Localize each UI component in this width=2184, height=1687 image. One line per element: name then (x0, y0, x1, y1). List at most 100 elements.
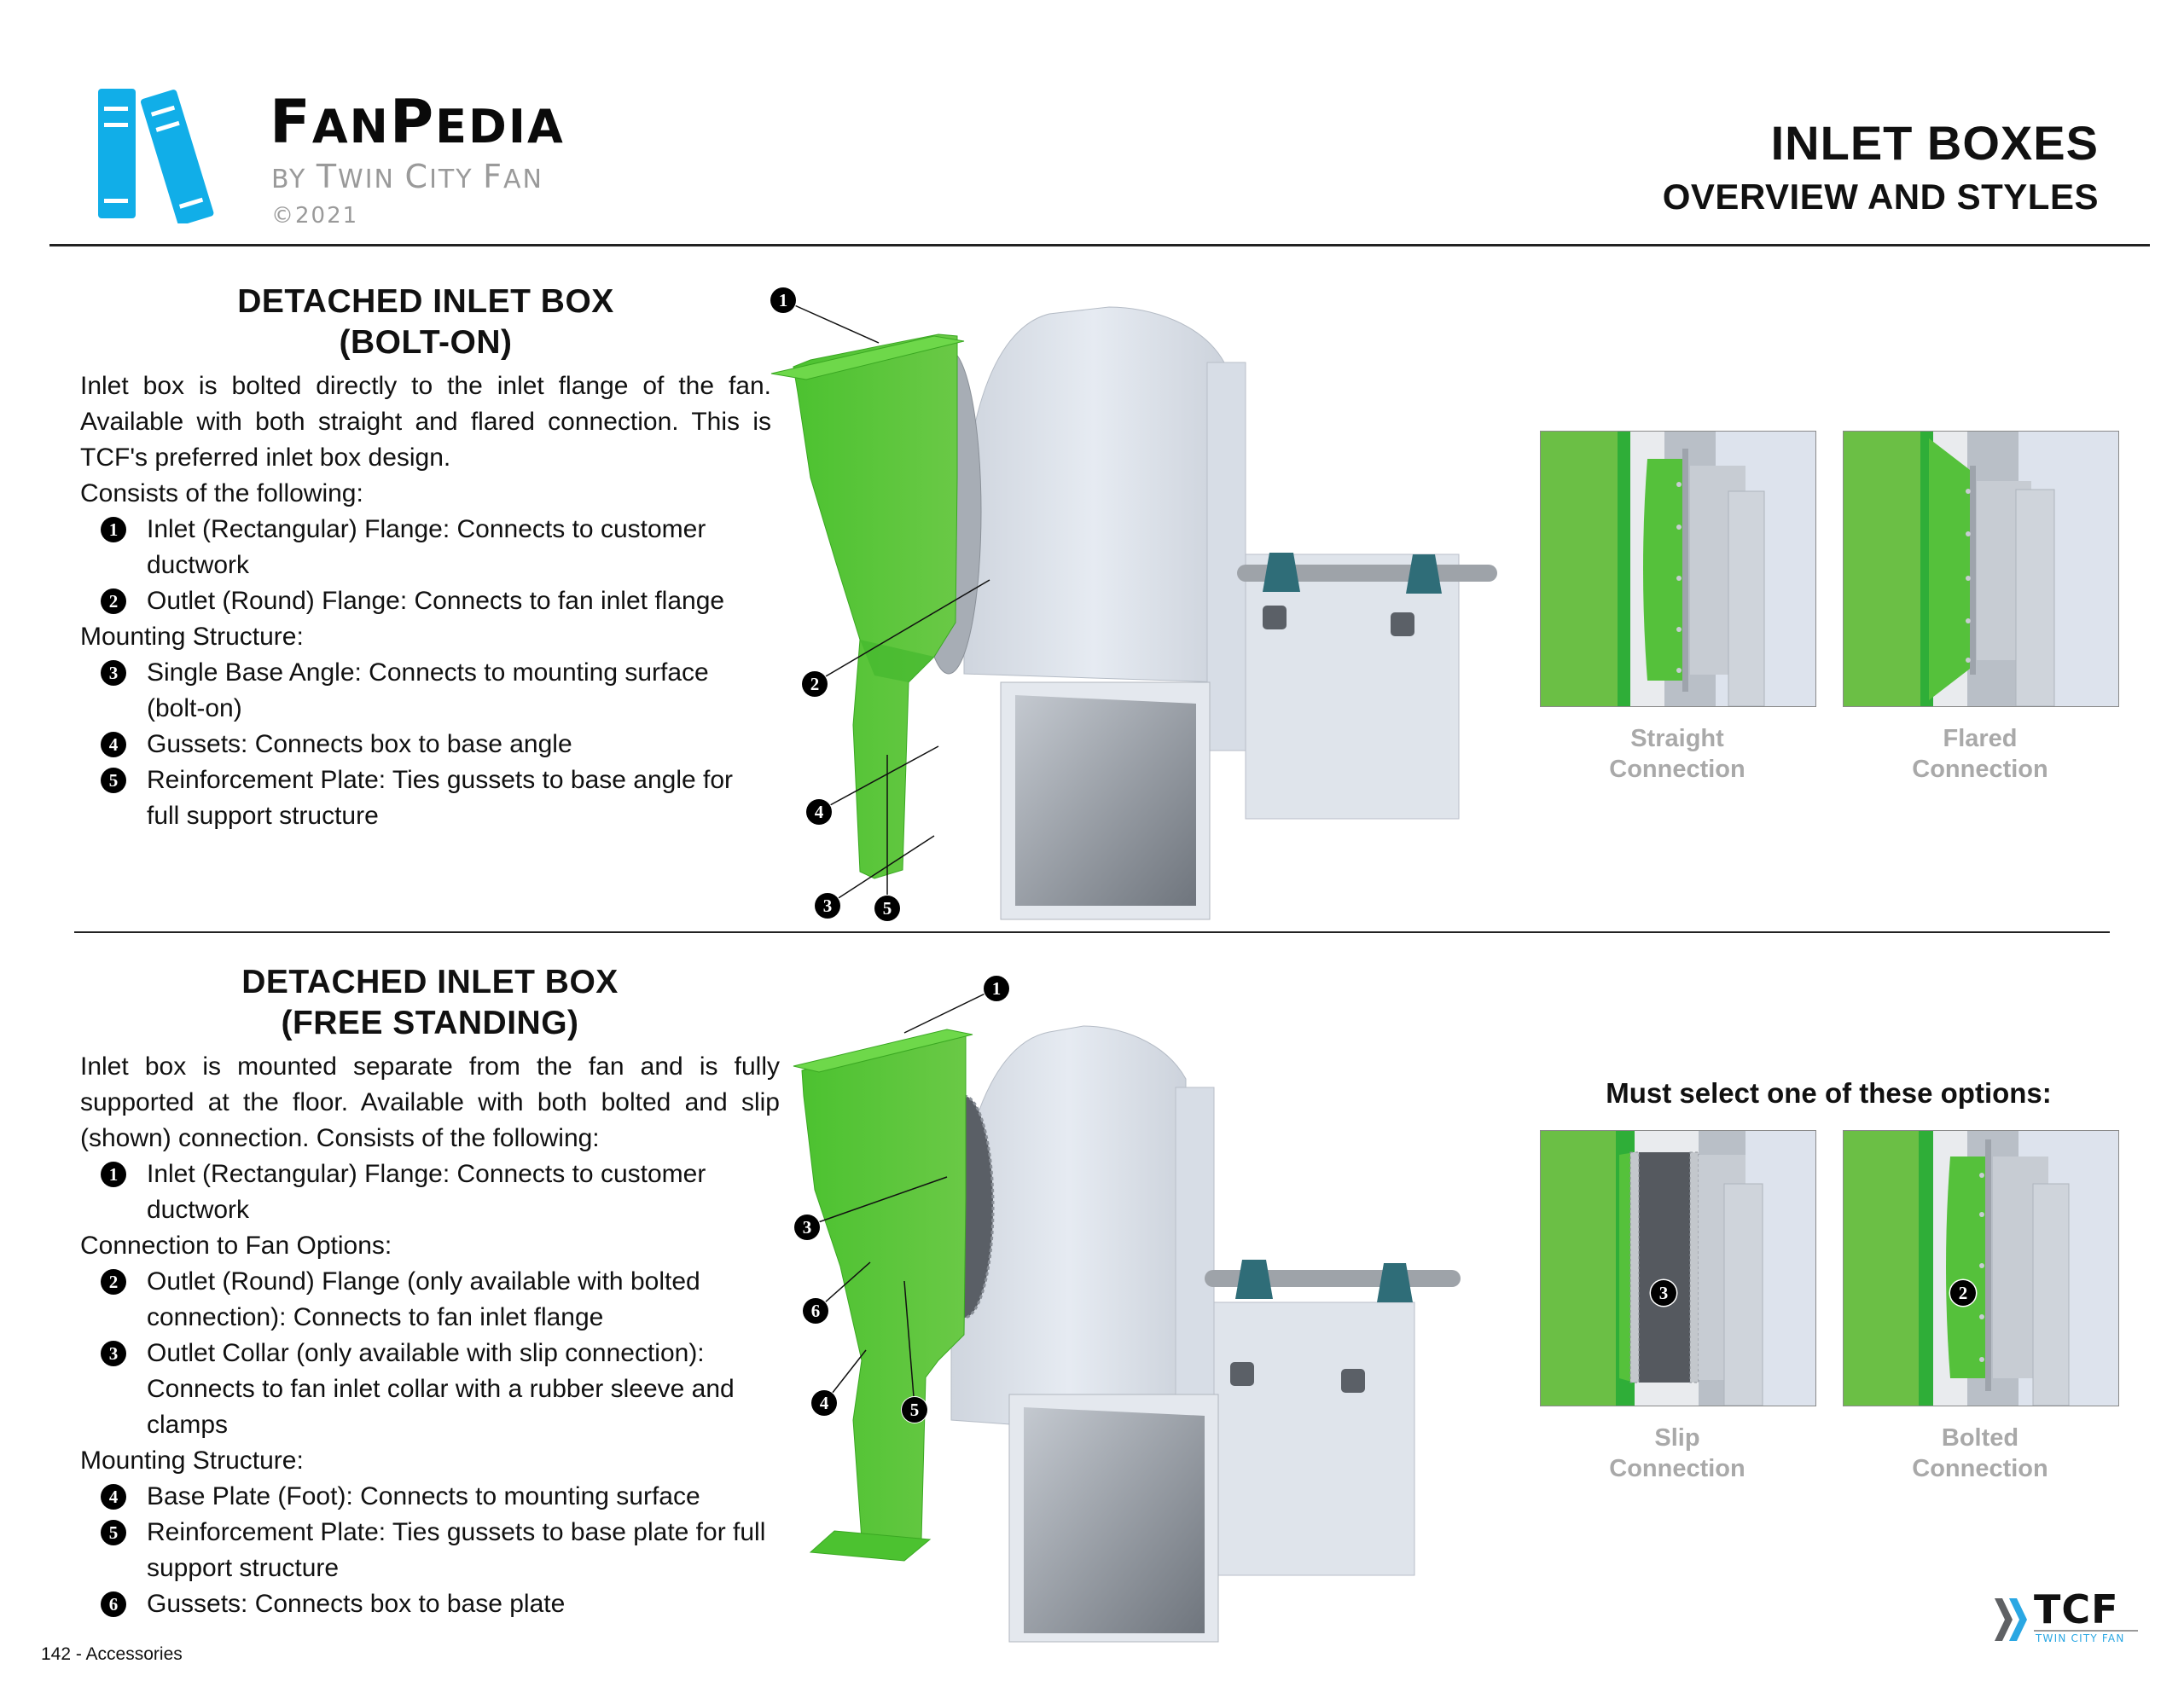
list-item: 1 Inlet (Rectangular) Flange: Connects to… (80, 512, 771, 583)
caption-line1: Bolted (1941, 1424, 2019, 1452)
flared-connection-caption: Flared Connection (1843, 723, 2117, 785)
tcf-logo-rule (2034, 1630, 2138, 1632)
byline-part: BY (271, 165, 317, 194)
list-item-text: Inlet (Rectangular) Flange: Connects to … (147, 1160, 706, 1224)
straight-connection-caption: Straight Connection (1540, 723, 1815, 785)
list-item: 5 Reinforcement Plate: Ties gussets to ba… (80, 762, 771, 834)
section-heading: DETACHED INLET BOX (FREE STANDING) (80, 962, 780, 1044)
fan-with-freestanding-inlet-box-image (793, 988, 1461, 1643)
number-badge-icon: 2 (101, 588, 126, 614)
callout-badge-icon: 4 (806, 799, 832, 825)
page-title-line2: OVERVIEW AND STYLES (1662, 177, 2099, 217)
section-heading-line1: DETACHED INLET BOX (241, 964, 619, 1000)
number-badge-icon: 4 (101, 732, 126, 757)
copyright: ©2021 (271, 203, 359, 229)
callout-badge-icon: 3 (815, 893, 840, 919)
caption-line2: Connection (1912, 1455, 2048, 1482)
slip-connection-detail-image: 3 (1540, 1130, 1816, 1406)
list-item-text: Base Plate (Foot): Connects to mounting … (147, 1482, 700, 1510)
header-divider (49, 244, 2150, 246)
list-item-text: Reinforcement Plate: Ties gussets to bas… (147, 766, 734, 830)
list-item-text: Single Base Angle: Connects to mounting … (147, 658, 709, 722)
callout-badge-icon: 1 (984, 976, 1009, 1001)
group-label: Consists of the following: (80, 479, 363, 507)
section-intro: Inlet box is bolted directly to the inle… (80, 372, 771, 472)
number-badge-icon: 6 (101, 1591, 126, 1617)
list-item: 6 Gussets: Connects box to base plate (80, 1586, 780, 1622)
list-item: 2 Outlet (Round) Flange: Connects to fan … (80, 583, 771, 619)
list-item-text: Outlet (Round) Flange (only available wi… (147, 1267, 700, 1331)
number-badge-icon: 3 (101, 1341, 126, 1366)
number-badge-icon: 3 (101, 660, 126, 686)
list-item-text: Gussets: Connects box to base angle (147, 730, 572, 758)
callout-badge-icon: 4 (811, 1390, 837, 1416)
caption-line1: Flared (1943, 725, 2018, 752)
options-heading: Must select one of these options: (1606, 1077, 2052, 1109)
callout-badge-icon: 2 (802, 671, 828, 697)
list-item: 1 Inlet (Rectangular) Flange: Connects to… (80, 1157, 780, 1228)
caption-line2: Connection (1912, 756, 2048, 783)
caption-line1: Slip (1654, 1424, 1700, 1452)
caption-line2: Connection (1609, 1455, 1745, 1482)
brand-name-part: EDIA (435, 100, 565, 154)
list-item: 4 Gussets: Connects box to base angle (80, 727, 771, 762)
section-heading-line1: DETACHED INLET BOX (237, 283, 614, 320)
list-item-text: Outlet Collar (only available with slip … (147, 1339, 735, 1439)
section-heading-line2: (FREE STANDING) (281, 1005, 579, 1041)
number-badge-icon: 5 (101, 1520, 126, 1545)
tcf-logo: TCF TWIN CITY FAN (1995, 1586, 2148, 1646)
section-heading: DETACHED INLET BOX (BOLT-ON) (80, 281, 771, 363)
section-divider (74, 931, 2110, 933)
page-number-label: 142 - Accessories (41, 1644, 183, 1664)
section-intro: Inlet box is mounted separate from the f… (80, 1052, 780, 1152)
bolt-on-inlet-box-illustration: 1 2 4 3 5 (759, 281, 1527, 930)
page-title-line1: INLET BOXES (1770, 116, 2099, 170)
number-badge-icon: 1 (101, 1162, 126, 1187)
chevron-double-right-icon (1995, 1598, 2027, 1641)
byline-part: T (316, 158, 339, 195)
section-free-standing: DETACHED INLET BOX (FREE STANDING) Inlet… (80, 962, 780, 1622)
free-standing-inlet-box-illustration: 1 3 6 4 5 (768, 976, 1536, 1667)
list-item: 3 Outlet Collar (only available with slip… (80, 1336, 780, 1443)
byline-part: C (404, 158, 430, 195)
list-item: 2 Outlet (Round) Flange (only available w… (80, 1264, 780, 1336)
callout-badge-icon: 6 (803, 1298, 828, 1324)
number-badge-icon: 5 (101, 768, 126, 793)
callout-badge-icon: 3 (794, 1215, 820, 1240)
callout-badge-icon: 5 (874, 896, 900, 921)
list-item-text: Outlet (Round) Flange: Connects to fan i… (147, 587, 725, 615)
number-badge-icon: 1 (101, 517, 126, 542)
byline-part: AN (502, 165, 543, 194)
byline-part: F (483, 158, 503, 195)
callout-badge-icon: 5 (902, 1397, 927, 1423)
list-item: 3 Single Base Angle: Connects to mounting… (80, 655, 771, 727)
bolted-connection-detail-image: 2 (1843, 1130, 2119, 1406)
list-item-text: Inlet (Rectangular) Flange: Connects to … (147, 515, 706, 579)
fan-with-inlet-box-image (770, 299, 1497, 920)
byline-part: WIN (338, 165, 405, 194)
caption-line2: Connection (1609, 756, 1745, 783)
tcf-logo-text: TCF (2034, 1586, 2119, 1632)
brand-name-part: AN (311, 100, 390, 154)
callout-badge-icon: 2 (1950, 1280, 1976, 1306)
flared-connection-detail-image (1843, 431, 2119, 707)
brand-byline: BY TWIN CITY FAN (271, 160, 543, 193)
straight-connection-detail-image (1540, 431, 1816, 707)
list-item-text: Gussets: Connects box to base plate (147, 1590, 566, 1618)
group-label: Connection to Fan Options: (80, 1232, 392, 1260)
list-item: 5 Reinforcement Plate: Ties gussets to ba… (80, 1515, 780, 1586)
list-item: 4 Base Plate (Foot): Connects to mounting… (80, 1479, 780, 1515)
number-badge-icon: 4 (101, 1484, 126, 1510)
slip-connection-caption: Slip Connection (1540, 1423, 1815, 1484)
section-heading-line2: (BOLT-ON) (339, 324, 513, 361)
callout-badge-icon: 1 (770, 287, 796, 313)
list-item-text: Reinforcement Plate: Ties gussets to bas… (147, 1518, 766, 1582)
brand-name-part: F (270, 87, 312, 157)
byline-part: ITY (429, 165, 484, 194)
section-bolt-on: DETACHED INLET BOX (BOLT-ON) Inlet box i… (80, 281, 771, 834)
number-badge-icon: 2 (101, 1269, 126, 1295)
tcf-logo-subtext: TWIN CITY FAN (2036, 1632, 2125, 1644)
group-label: Mounting Structure: (80, 1446, 304, 1475)
brand-name-part: P (389, 87, 436, 157)
caption-line1: Straight (1630, 725, 1724, 752)
